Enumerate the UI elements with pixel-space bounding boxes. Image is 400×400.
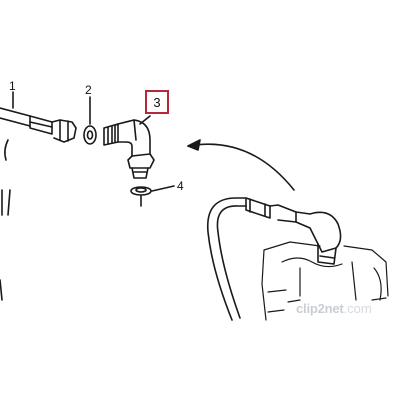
callout-label-3-highlighted: 3	[145, 90, 169, 114]
curved-arrow	[187, 139, 295, 191]
callout-label-4: 4	[177, 179, 184, 193]
elbow-fitting-part-3	[103, 119, 155, 179]
washer-part-2	[83, 125, 97, 145]
watermark: clip2net .com	[296, 301, 372, 316]
left-hose	[0, 107, 77, 301]
callout-label-1: 1	[9, 79, 16, 93]
right-hose	[206, 197, 342, 321]
housing	[261, 241, 389, 321]
o-ring-part-4	[130, 186, 152, 196]
leader-line-4	[151, 185, 175, 192]
leader-line-3	[139, 115, 151, 125]
callout-label-2: 2	[85, 83, 92, 97]
watermark-name: clip2net	[296, 301, 344, 316]
watermark-tld: .com	[343, 301, 372, 316]
